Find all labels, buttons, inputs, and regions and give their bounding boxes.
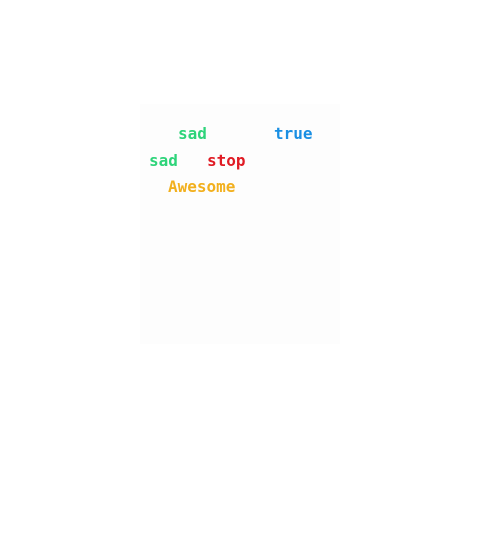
word-sad-left[interactable]: sad bbox=[149, 151, 178, 170]
word-panel: sad true sad stop Awesome bbox=[140, 104, 340, 344]
word-stop[interactable]: stop bbox=[207, 151, 246, 170]
word-true[interactable]: true bbox=[274, 124, 313, 143]
word-sad-top[interactable]: sad bbox=[178, 124, 207, 143]
word-awesome[interactable]: Awesome bbox=[168, 177, 236, 196]
